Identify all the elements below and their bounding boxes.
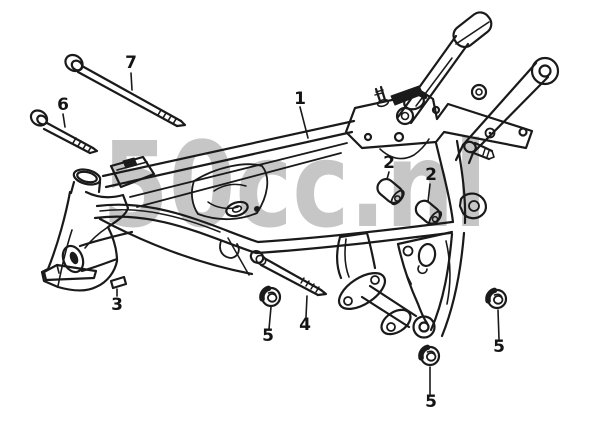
leader-6 xyxy=(62,113,66,128)
frame-line-art xyxy=(29,11,560,395)
callout-5c: 5 xyxy=(493,337,505,357)
callout-5a: 5 xyxy=(262,326,274,346)
bolt-4 xyxy=(249,250,328,297)
leader-7 xyxy=(130,72,133,91)
leader-5c xyxy=(497,309,500,340)
nut-5-right xyxy=(485,287,508,310)
frame-front-bracket xyxy=(109,155,156,189)
frame-main-tubes xyxy=(93,119,454,276)
leader-2b xyxy=(427,183,431,203)
callout-3: 3 xyxy=(111,295,123,315)
leader-2a xyxy=(386,171,390,180)
bolt-6 xyxy=(29,109,99,155)
callout-7: 7 xyxy=(125,53,137,73)
callout-labels: 1 2 2 3 4 5 5 5 6 7 xyxy=(57,53,505,412)
callout-6: 6 xyxy=(57,95,69,115)
callout-5b: 5 xyxy=(425,392,437,412)
callout-2a: 2 xyxy=(383,153,395,173)
watermark-text: 50cc.nl xyxy=(102,116,487,254)
callout-1: 1 xyxy=(294,89,306,109)
frame-lower-mount xyxy=(336,231,418,336)
leader-5a xyxy=(268,306,272,330)
frame-rear-section xyxy=(396,139,487,339)
leader-4 xyxy=(305,295,308,318)
frame-middle-cover xyxy=(191,163,269,259)
nut-5-bottom xyxy=(418,344,441,367)
bushing-2a xyxy=(376,177,405,206)
nut-5-left xyxy=(259,285,282,308)
frame-arm-left xyxy=(395,11,493,126)
plate-3 xyxy=(109,275,128,290)
frame-arm-right xyxy=(454,56,560,165)
callout-2b: 2 xyxy=(425,165,437,185)
bushing-2b xyxy=(414,199,443,226)
leader-lines xyxy=(62,72,500,395)
leader-1 xyxy=(299,106,309,139)
bolt-7-long xyxy=(64,53,187,128)
frame-head-tube xyxy=(69,168,102,195)
callout-4: 4 xyxy=(299,315,311,335)
